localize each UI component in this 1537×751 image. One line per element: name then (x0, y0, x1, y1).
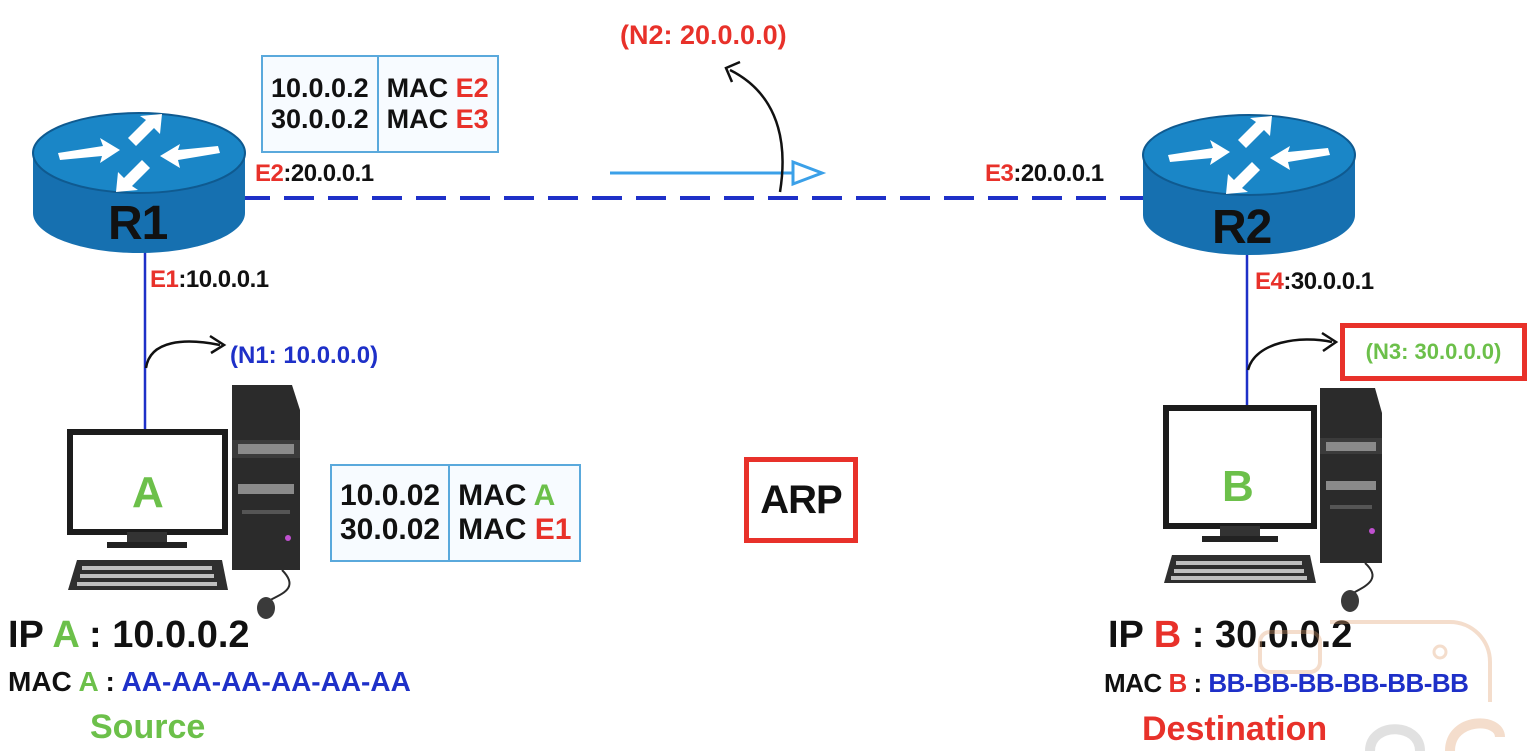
r1-arp-row1-mac: MAC E2 (386, 73, 489, 103)
interface-e1-ip: :10.0.0.1 (178, 266, 269, 293)
host-a-screen-letter: A (132, 468, 164, 517)
interface-e3-ip: :20.0.0.1 (1013, 160, 1104, 187)
network-n3-label: (N3: 30.0.0.0) (1365, 339, 1502, 364)
network-n3-box: (N3: 30.0.0.0) (1340, 323, 1527, 381)
watermark-logo (1258, 620, 1505, 751)
r1-arp-row2-mac: MAC E3 (386, 104, 489, 134)
r1-arp-table: 10.0.0.2 30.0.0.2 MAC E2 MAC E3 (261, 55, 499, 153)
n1-pointer-arrow (144, 340, 221, 369)
host-a-arp-table: 10.0.02 30.0.02 MAC A MAC E1 (330, 464, 582, 562)
interface-e2-ip: :20.0.0.1 (283, 160, 374, 187)
router-r1-icon (32, 112, 246, 253)
n3-pointer-arrow (1246, 338, 1333, 371)
interface-e3-label: E3:20.0.0.1 (985, 160, 1104, 188)
a-arp-row1-ip: 10.0.02 (340, 479, 441, 512)
host-a-mac-label: MAC A : AA-AA-AA-AA-AA-AA (8, 666, 411, 697)
host-b-role-label: Destination (1142, 710, 1328, 748)
host-b-mac-label: MAC B : BB-BB-BB-BB-BB-BB (1104, 668, 1469, 698)
a-arp-row1-mac: MAC A (458, 479, 556, 512)
n2-pointer-arrow (729, 68, 784, 193)
network-n2-label: (N2: 20.0.0.0) (620, 20, 787, 50)
packet-direction-arrow (610, 159, 827, 187)
router-r2-label: R2 (1212, 201, 1272, 254)
interface-e3-name: E3 (985, 160, 1014, 187)
interface-e4-ip: :30.0.0.1 (1283, 268, 1374, 295)
host-a-computer-icon (67, 385, 300, 619)
interface-e4-name: E4 (1255, 268, 1284, 295)
host-b-screen-letter: B (1222, 462, 1254, 511)
host-b-computer-icon (1163, 388, 1382, 612)
r1-arp-row1-ip: 10.0.0.2 (271, 73, 369, 103)
host-a-role-label: Source (90, 708, 206, 746)
interface-e4-label: E4:30.0.0.1 (1255, 268, 1374, 296)
interface-e1-label: E1:10.0.0.1 (150, 266, 269, 294)
router-r1-label: R1 (108, 197, 168, 250)
interface-e2-label: E2:20.0.0.1 (255, 160, 374, 188)
r1-arp-row2-ip: 30.0.0.2 (271, 104, 369, 134)
arp-title-box: ARP (744, 457, 858, 543)
interface-e1-name: E1 (150, 266, 179, 293)
host-a-ip-label: IP A : 10.0.0.2 (8, 614, 250, 656)
arp-title: ARP (760, 477, 842, 522)
host-b-ip-label: IP B : 30.0.0.2 (1108, 614, 1353, 656)
router-r2-icon (1142, 114, 1356, 255)
a-arp-row2-mac: MAC E1 (458, 513, 572, 546)
network-n1-label: (N1: 10.0.0.0) (230, 342, 379, 369)
interface-e2-name: E2 (255, 160, 284, 187)
a-arp-row2-ip: 30.0.02 (340, 513, 441, 546)
